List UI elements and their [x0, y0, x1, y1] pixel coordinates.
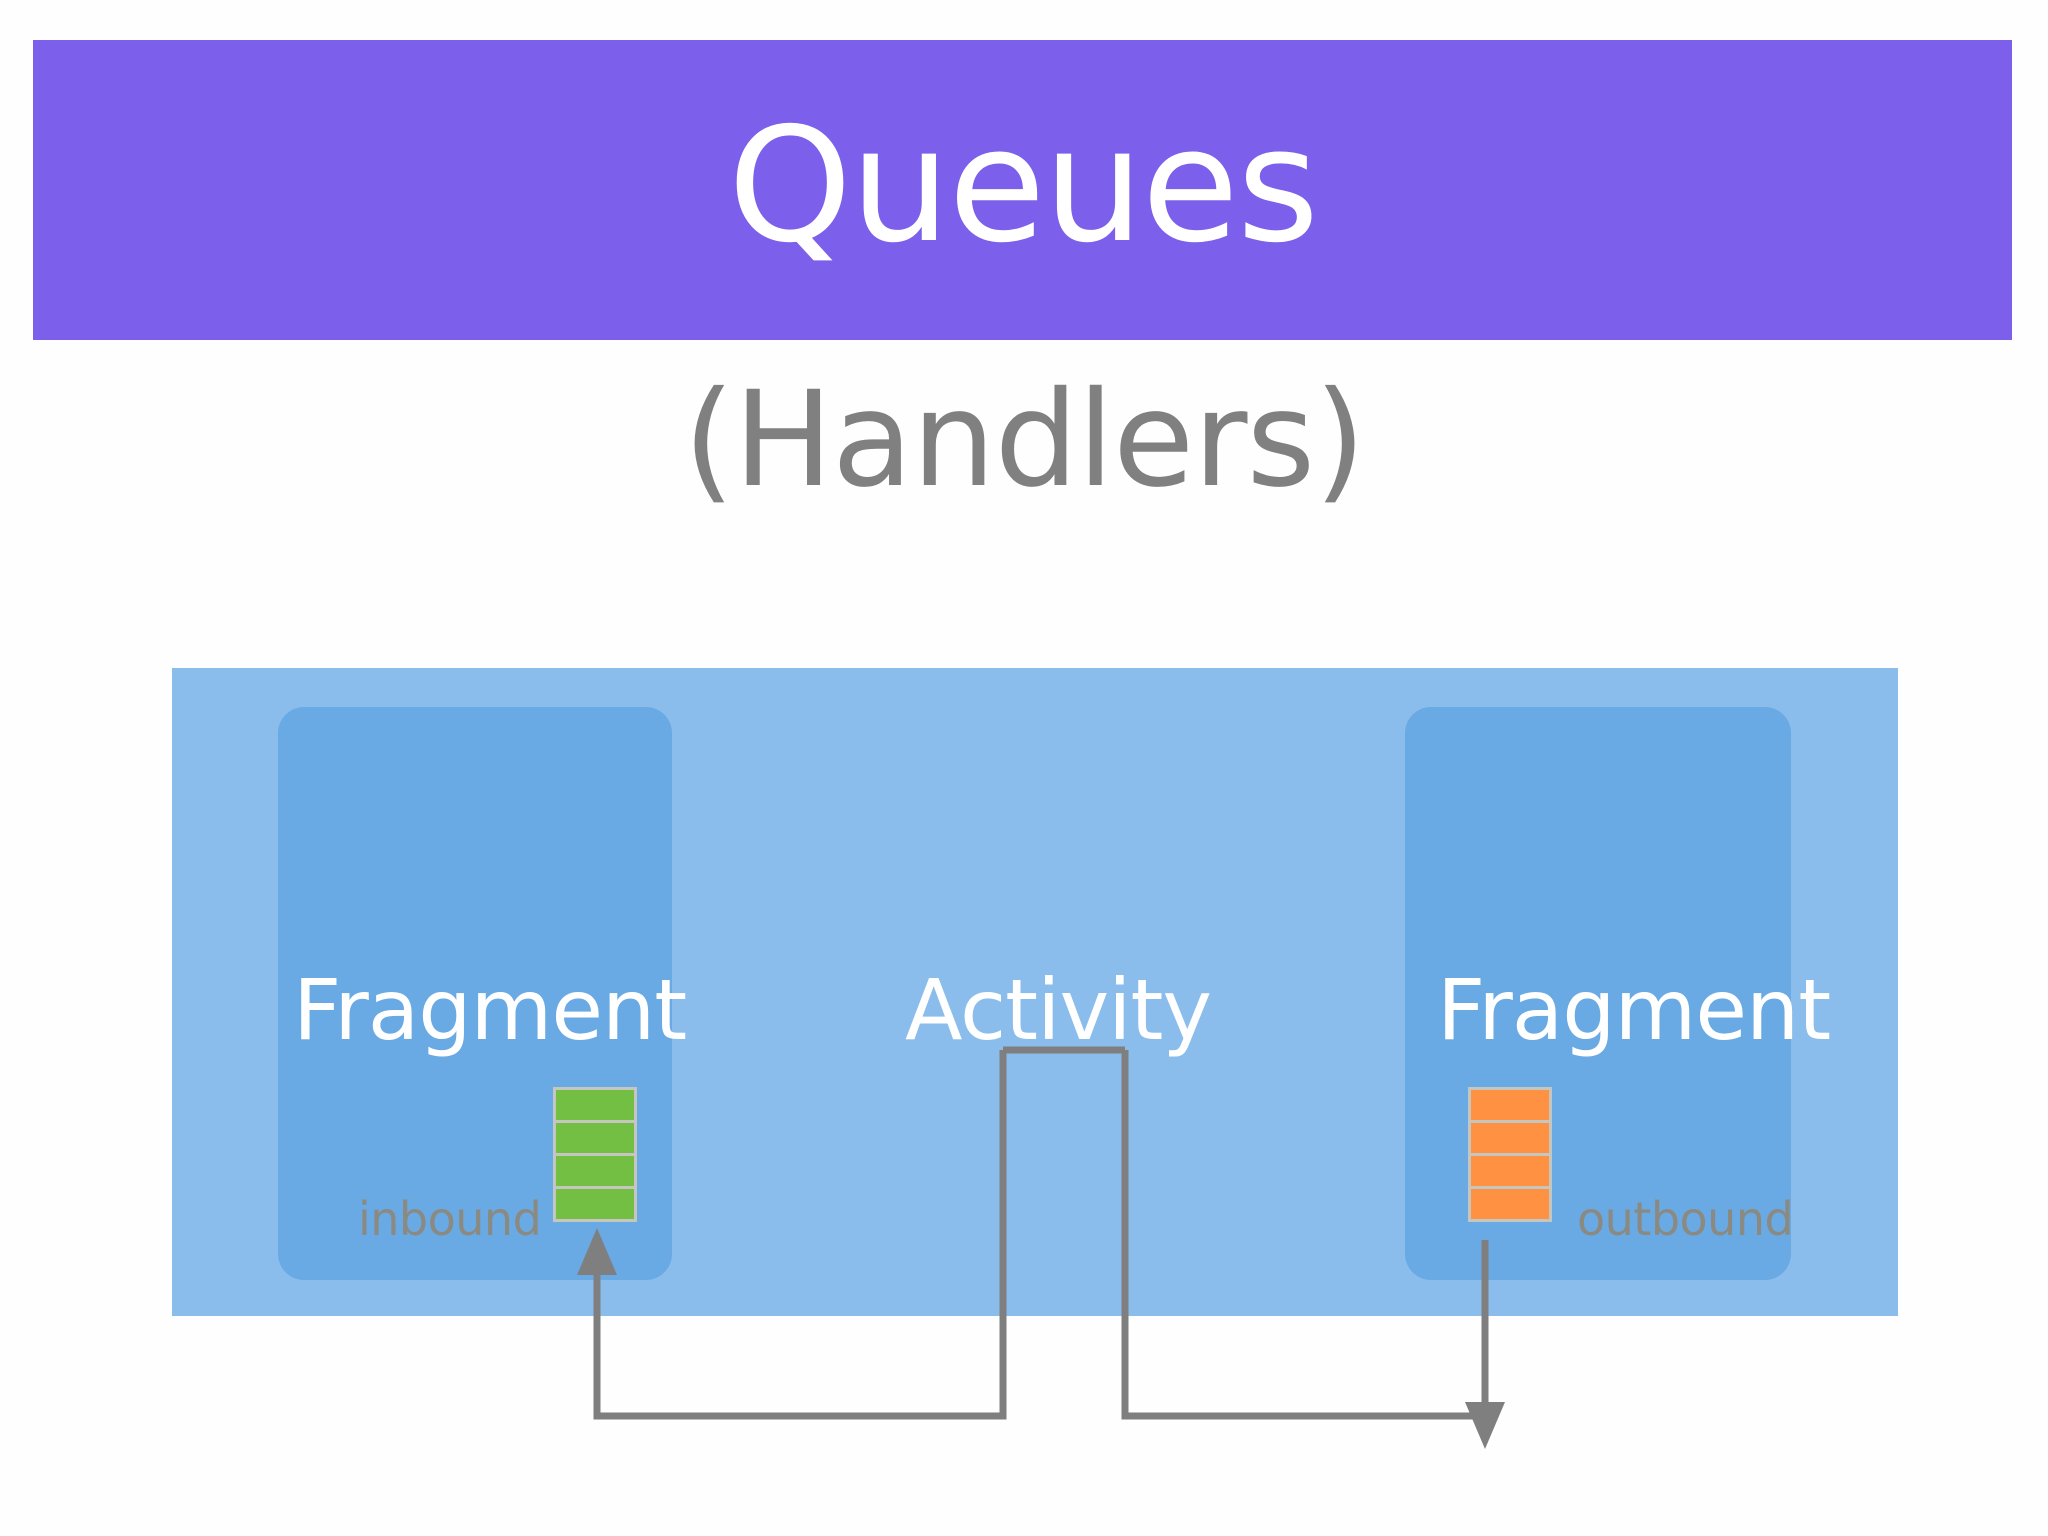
inbound-queue-label: inbound — [358, 1192, 542, 1246]
fragment-right-label: Fragment — [1437, 961, 1831, 1059]
page-subtitle: (Handlers) — [683, 363, 1366, 517]
queue-cell — [1468, 1153, 1552, 1189]
outbound-queue-stack — [1468, 1087, 1552, 1222]
queue-cell — [553, 1153, 637, 1189]
queue-cell — [1468, 1087, 1552, 1123]
queue-cell — [553, 1087, 637, 1123]
activity-label: Activity — [905, 961, 1212, 1059]
queue-cell — [553, 1186, 637, 1222]
queue-cell — [553, 1120, 637, 1156]
inbound-queue-stack — [553, 1087, 637, 1222]
page-title: Queues — [727, 94, 1319, 278]
outbound-queue-label: outbound — [1577, 1192, 1794, 1246]
arrowhead-down-icon — [1465, 1402, 1505, 1449]
title-banner: Queues — [33, 40, 2012, 340]
queue-cell — [1468, 1120, 1552, 1156]
queue-cell — [1468, 1186, 1552, 1222]
fragment-left-label: Fragment — [293, 961, 687, 1059]
